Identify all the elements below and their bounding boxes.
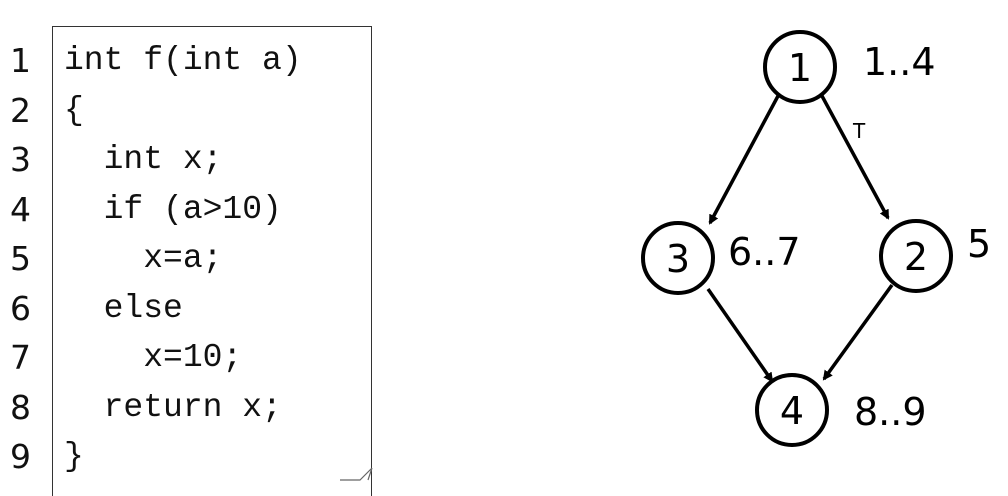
node-3: 3 [641,221,715,295]
code-line: return x; [64,388,282,426]
line-number: 6 [10,288,31,328]
code-line: x=a; [64,240,223,277]
code-line: } [64,438,84,475]
code-panel: 1 2 3 4 5 6 7 8 9 int f(int a) { int x; … [0,0,400,496]
line-number: 9 [10,437,31,476]
node-label: 1 [788,46,812,90]
code-line: else [64,289,183,327]
line-number: 8 [10,387,31,427]
edge-1-3 [708,95,780,225]
line-number: 4 [10,189,31,229]
node-label: 3 [666,237,690,281]
node-range-label: 1..4 [863,40,936,84]
edge-3-4 [706,288,774,383]
node-label: 4 [780,389,804,433]
edges: T [706,95,894,383]
code-line: if (a>10) [64,190,282,228]
edge-1-2 [820,95,890,220]
code-line: int x; [64,141,223,178]
code-line: { [64,91,84,129]
line-number: 1 [10,41,31,80]
line-number: 3 [10,140,31,179]
node-range-label: 8..9 [854,390,927,434]
code-box [52,26,372,496]
line-number: 7 [10,338,31,377]
code-line: int f(int a) [64,42,302,79]
node-range-label: 5 [967,222,991,266]
node-circle [763,30,837,104]
page-fold-icon [340,467,373,481]
node-label: 2 [904,235,928,279]
node-2: 2 [879,219,953,293]
code-lines: int f(int a) { int x; if (a>10) x=a; els… [64,36,302,482]
control-flow-graph: T 1 1..4 2 5 3 6..7 4 8..9 [641,30,991,447]
node-circle [755,373,829,447]
line-number: 5 [10,239,31,278]
line-number: 2 [10,90,31,130]
node-circle [879,219,953,293]
node-circle [641,221,715,295]
edge-2-4 [822,283,894,381]
node-4: 4 [755,373,829,447]
edge-label-true: T [852,119,866,143]
code-line: x=10; [64,339,243,376]
node-1: 1 [763,30,837,104]
node-range-label: 6..7 [728,230,801,274]
line-numbers: 1 2 3 4 5 6 7 8 9 [10,36,40,482]
